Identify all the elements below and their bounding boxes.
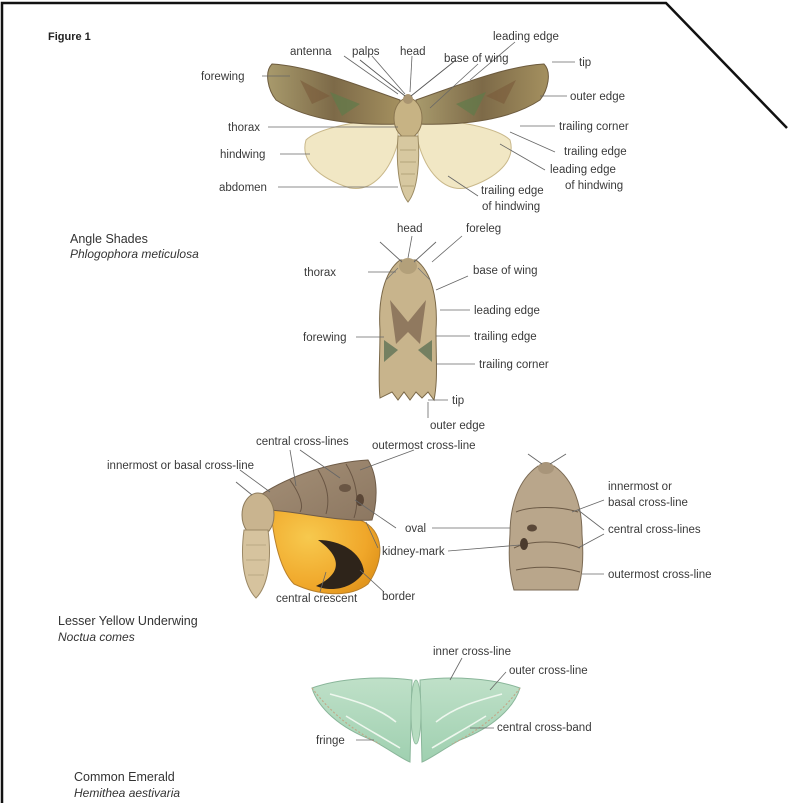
- angle-shades-common-name: Angle Shades: [70, 232, 148, 246]
- lesser-yellow-underwing-spread-illustration: [236, 460, 380, 598]
- label-outer-cross-line: outer cross-line: [509, 665, 588, 677]
- common-emerald-common-name: Common Emerald: [74, 770, 175, 784]
- label-leading-edge: leading edge: [493, 31, 559, 43]
- label-trailing-edge-hindwing-2: of hindwing: [482, 201, 540, 213]
- lesser-yellow-underwing-latin-name: Noctua comes: [58, 630, 135, 644]
- label-leading-edge-hindwing-1: leading edge: [550, 164, 616, 176]
- label-outermost-cross-line: outermost cross-line: [372, 440, 476, 452]
- label-rest-trailing-edge: trailing edge: [474, 331, 537, 343]
- label-r-outermost-cross-line: outermost cross-line: [608, 569, 712, 581]
- label-oval: oval: [405, 523, 426, 535]
- label-tip: tip: [579, 57, 591, 69]
- label-innermost-basal: innermost or basal cross-line: [107, 460, 254, 472]
- label-rest-forewing: forewing: [303, 332, 346, 344]
- label-outer-edge: outer edge: [570, 91, 625, 103]
- label-central-cross-band: central cross-band: [497, 722, 592, 734]
- label-leading-edge-hindwing-2: of hindwing: [565, 180, 623, 192]
- common-emerald-latin-name: Hemithea aestivaria: [74, 786, 180, 800]
- label-rest-head: head: [397, 223, 423, 235]
- label-inner-cross-line: inner cross-line: [433, 646, 511, 658]
- label-antenna: antenna: [290, 46, 332, 58]
- label-trailing-edge: trailing edge: [564, 146, 627, 158]
- label-border: border: [382, 591, 415, 603]
- angle-shades-rest-illustration: [379, 242, 436, 400]
- label-trailing-edge-hindwing-1: trailing edge: [481, 185, 544, 197]
- label-r-innermost-2: basal cross-line: [608, 497, 688, 509]
- label-trailing-corner: trailing corner: [559, 121, 629, 133]
- angle-shades-spread-illustration: [268, 60, 549, 202]
- lesser-yellow-underwing-common-name: Lesser Yellow Underwing: [58, 614, 198, 628]
- figure-title: Figure 1: [48, 31, 91, 43]
- label-head: head: [400, 46, 426, 58]
- label-central-crescent: central crescent: [276, 593, 358, 605]
- label-rest-thorax: thorax: [304, 267, 336, 279]
- label-hindwing: hindwing: [220, 149, 265, 161]
- label-fringe: fringe: [316, 735, 345, 747]
- lesser-yellow-underwing-labels: central cross-lines outermost cross-line…: [107, 436, 712, 605]
- label-forewing: forewing: [201, 71, 244, 83]
- lesser-yellow-underwing-rest-illustration: [509, 454, 583, 590]
- common-emerald-illustration: [312, 678, 520, 762]
- label-r-central-cross-lines: central cross-lines: [608, 524, 701, 536]
- label-rest-leading-edge: leading edge: [474, 305, 540, 317]
- label-abdomen: abdomen: [219, 182, 267, 194]
- label-rest-trailing-corner: trailing corner: [479, 359, 549, 371]
- label-rest-foreleg: foreleg: [466, 223, 501, 235]
- label-central-cross-lines: central cross-lines: [256, 436, 349, 448]
- label-kidney-mark: kidney-mark: [382, 546, 445, 558]
- label-r-innermost-1: innermost or: [608, 481, 672, 493]
- label-rest-base-of-wing: base of wing: [473, 265, 538, 277]
- label-rest-tip: tip: [452, 395, 464, 407]
- label-thorax: thorax: [228, 122, 260, 134]
- label-base-of-wing: base of wing: [444, 53, 509, 65]
- angle-shades-latin-name: Phlogophora meticulosa: [70, 247, 199, 261]
- label-rest-outer-edge: outer edge: [430, 420, 485, 432]
- label-palps: palps: [352, 46, 380, 58]
